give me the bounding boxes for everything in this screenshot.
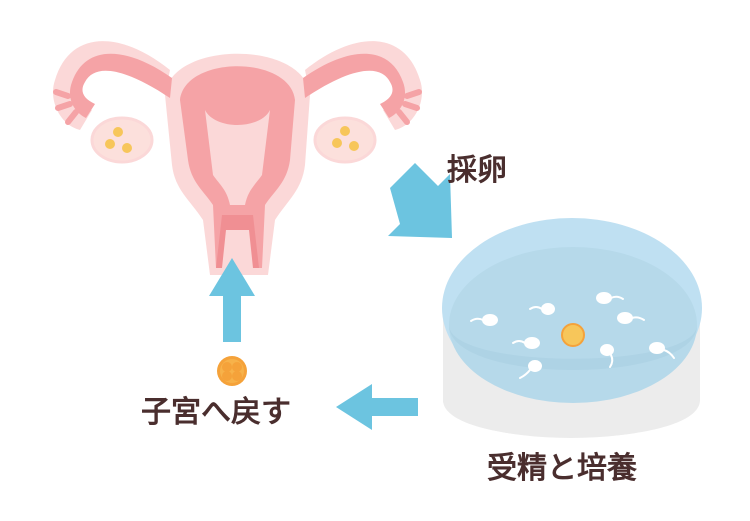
sperm-icon	[600, 344, 614, 368]
embryo-icon	[217, 356, 247, 386]
sperm-icon	[519, 360, 542, 379]
sperm-icon	[596, 292, 624, 304]
uterus-icon	[52, 41, 423, 275]
sperm-icon	[649, 342, 675, 359]
fertilization-culture-label: 受精と培養	[487, 451, 637, 486]
egg-retrieval-label: 採卵	[447, 153, 507, 188]
return-to-uterus-label: 子宮へ戻す	[141, 395, 291, 430]
sperm-icon	[512, 337, 540, 349]
sperm-icon	[617, 312, 645, 324]
ovary-icon	[90, 116, 154, 164]
egg-icon	[561, 323, 585, 347]
arrow-icon	[336, 384, 418, 430]
ovary-icon	[313, 116, 377, 164]
arrow-icon	[388, 163, 452, 238]
arrow-icon	[209, 258, 255, 342]
sperm-icon	[470, 314, 498, 326]
sperm-icon	[529, 303, 555, 315]
